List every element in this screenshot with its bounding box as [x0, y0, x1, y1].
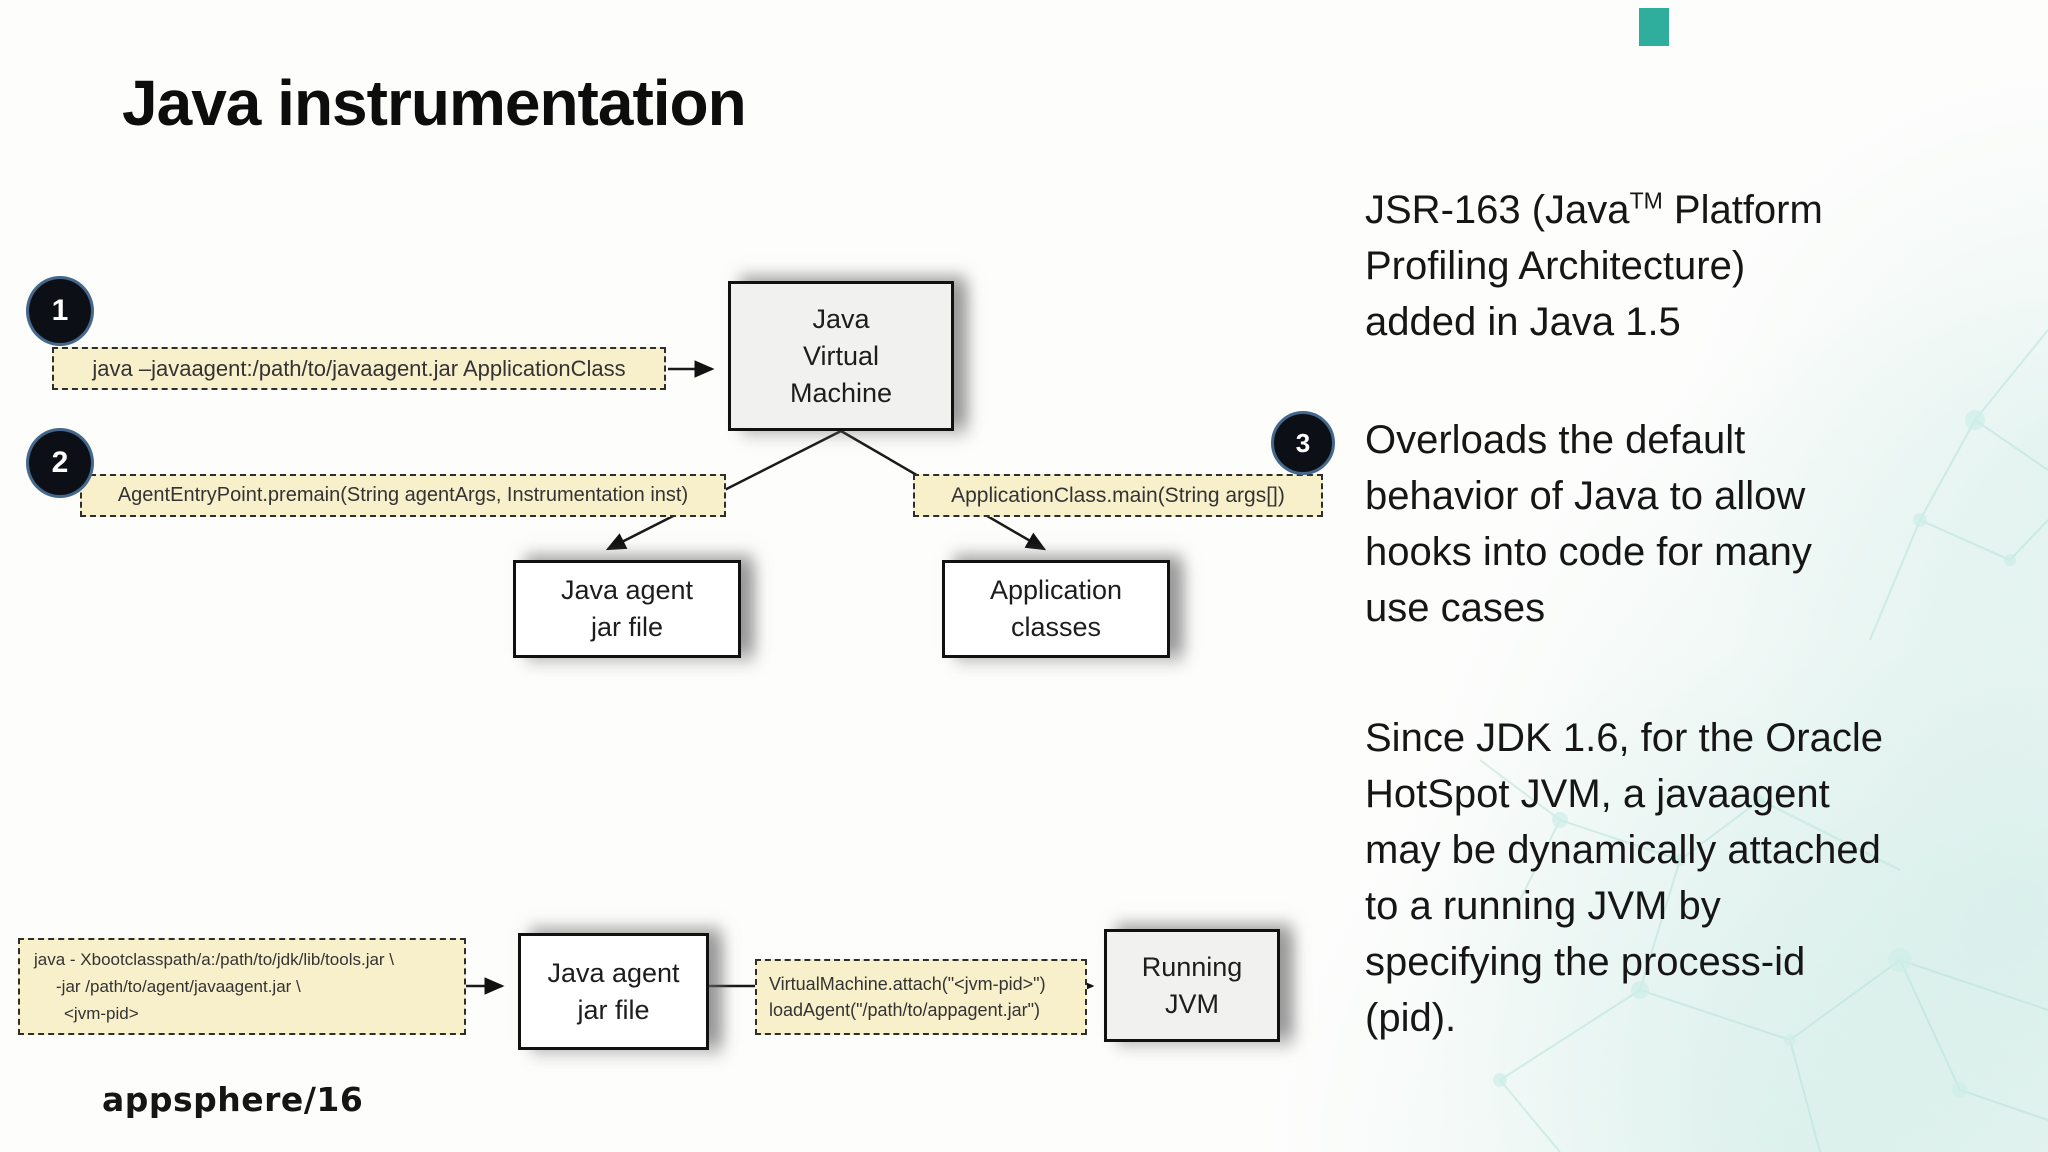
attach-code-box: VirtualMachine.attach("<jvm-pid>") loadA… — [755, 959, 1087, 1035]
application-classes-line: Application — [989, 575, 1123, 605]
paragraph-jdk16-line: specifying the process-id — [1365, 940, 1806, 984]
jvm-node-line: Java — [812, 303, 870, 334]
paragraph-jsr163-line1: JSR-163 (JavaTM Platform — [1365, 187, 1823, 232]
java-agent-jar-bottom-node: Java agent jar file — [518, 933, 709, 1050]
jvm-node-line: Machine — [789, 377, 893, 408]
paragraph-jdk16-line: may be dynamically attached — [1365, 828, 1881, 872]
paragraph-jsr163-line2: Profiling Architecture) — [1365, 244, 1746, 288]
paragraph-jsr163-line3: added in Java 1.5 — [1365, 300, 1681, 344]
paragraph-jdk16-line: Since JDK 1.6, for the Oracle — [1365, 716, 1884, 760]
tm-superscript: TM — [1629, 187, 1663, 214]
running-jvm-line: JVM — [1165, 988, 1219, 1019]
paragraph-jdk16-line: HotSpot JVM, a javaagent — [1365, 772, 1830, 816]
java-agent-jar-line: Java agent — [560, 575, 694, 605]
launch-command-box: java –javaagent:/path/to/javaagent.jar A… — [52, 347, 666, 390]
page-title: Java instrumentation — [122, 67, 747, 139]
java-agent-jar-bottom-line: jar file — [577, 994, 650, 1025]
paragraph-jdk16: Since JDK 1.6, for the Oracle HotSpot JV… — [1365, 710, 1883, 1046]
jvm-node-line: Virtual — [802, 340, 880, 371]
attach-command-box: java - Xbootclasspath/a:/path/to/jdk/lib… — [18, 938, 466, 1035]
paragraph-jdk16-line: (pid). — [1365, 996, 1457, 1040]
paragraph-jsr163: JSR-163 (JavaTM Platform Profiling Archi… — [1365, 182, 1823, 350]
premain-code-text: AgentEntryPoint.premain(String agentArgs… — [117, 484, 689, 506]
paragraph-overloads-line: use cases — [1365, 586, 1546, 630]
running-jvm-line: Running — [1141, 951, 1243, 982]
attach-command-line: -jar /path/to/agent/javaagent.jar \ — [56, 977, 301, 996]
paragraph-overloads: Overloads the default behavior of Java t… — [1365, 412, 1812, 636]
attach-code-line: loadAgent("/path/to/appagent.jar") — [769, 1000, 1040, 1020]
attach-command-line: java - Xbootclasspath/a:/path/to/jdk/lib… — [34, 950, 395, 969]
java-agent-jar-line: jar file — [590, 612, 664, 642]
main-code-text: ApplicationClass.main(String args[]) — [951, 483, 1285, 507]
attach-code-line: VirtualMachine.attach("<jvm-pid>") — [769, 974, 1046, 994]
launch-command-text: java –javaagent:/path/to/javaagent.jar A… — [92, 355, 626, 381]
paragraph-overloads-line: behavior of Java to allow — [1365, 474, 1806, 518]
paragraph-overloads-line: hooks into code for many — [1365, 530, 1812, 574]
appsphere-logo-text: appsphere — [102, 1080, 304, 1119]
running-jvm-node: Running JVM — [1104, 929, 1280, 1042]
attach-command-line: <jvm-pid> — [64, 1004, 139, 1023]
step-3-badge: 3 — [1271, 411, 1335, 475]
application-classes-line: classes — [1010, 612, 1102, 642]
jvm-node: Java Virtual Machine — [728, 281, 954, 431]
java-agent-jar-bottom-line: Java agent — [547, 957, 680, 988]
top-accent-bar — [1639, 8, 1669, 46]
step-3-number: 3 — [1295, 427, 1311, 458]
step-2-number: 2 — [51, 446, 69, 479]
appsphere-logo-suffix: /16 — [303, 1080, 364, 1119]
main-code-box: ApplicationClass.main(String args[]) — [913, 474, 1323, 517]
step-1-badge: 1 — [26, 276, 94, 346]
paragraph-overloads-line: Overloads the default — [1365, 418, 1746, 462]
java-agent-jar-node: Java agent jar file — [513, 560, 741, 658]
paragraph-jdk16-line: to a running JVM by — [1365, 884, 1721, 928]
step-1-number: 1 — [51, 294, 69, 327]
application-classes-node: Application classes — [942, 560, 1170, 658]
premain-code-box: AgentEntryPoint.premain(String agentArgs… — [80, 474, 726, 517]
step-2-badge: 2 — [26, 428, 94, 498]
appsphere-logo: appsphere/16 — [102, 1080, 363, 1119]
